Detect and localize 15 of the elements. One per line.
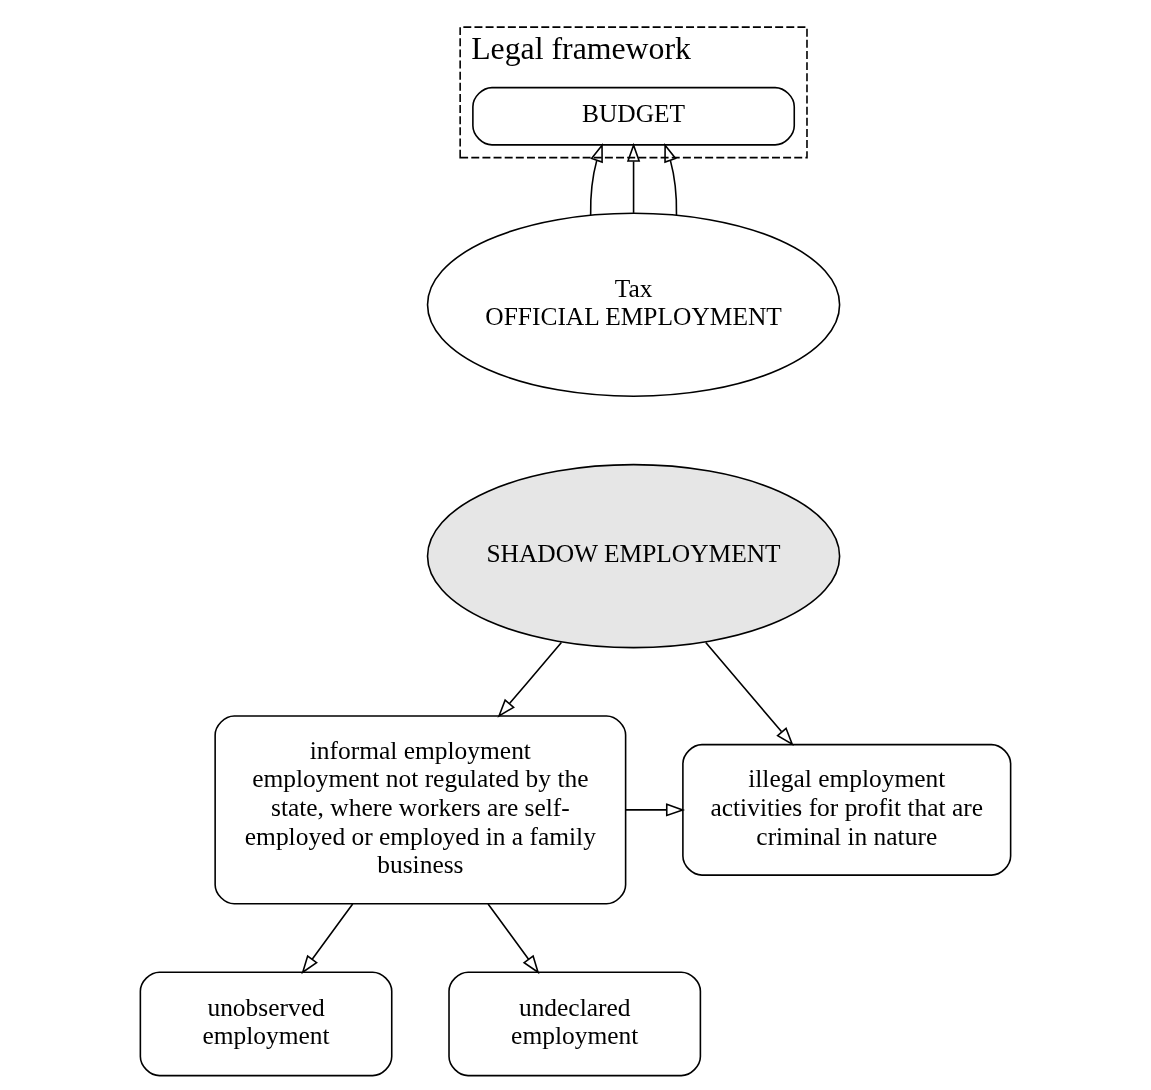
arrow <box>497 641 563 718</box>
arrow <box>487 903 540 975</box>
arrow <box>301 903 354 975</box>
node-box: informal employment employment not regulated by the state, where workers are self-employed or employed in a family business <box>214 715 627 905</box>
node-ellipse: SHADOW EMPLOYMENT <box>426 463 841 649</box>
node-box: undeclared employment <box>448 971 702 1077</box>
node-box: unobserved employment <box>139 971 393 1077</box>
arrow <box>704 641 794 746</box>
arrow <box>664 142 678 216</box>
node-box: illegal employment activities for profit that are criminal in nature <box>682 743 1012 876</box>
arrow <box>624 803 686 817</box>
arrow <box>589 142 603 216</box>
node-ellipse: Tax OFFICIAL EMPLOYMENT <box>426 212 841 398</box>
node-box: BUDGET <box>472 86 796 146</box>
arrow <box>626 142 641 214</box>
